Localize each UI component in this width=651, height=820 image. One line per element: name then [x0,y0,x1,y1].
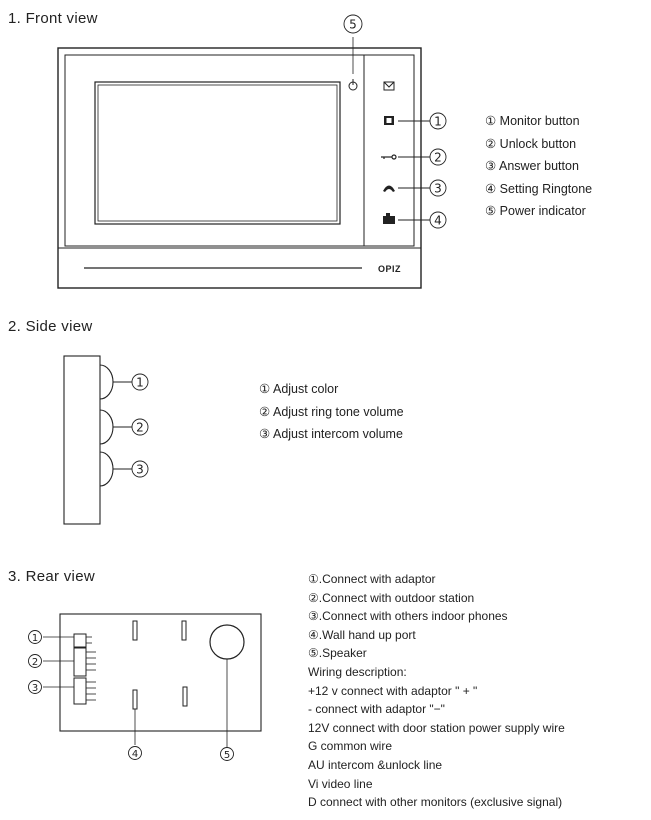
unlock-icon [381,154,397,160]
legend-item: ⑤ Power indicator [485,204,586,218]
legend-item: ④ Setting Ringtone [485,181,593,196]
legend-item: ②.Connect with outdoor station [308,590,475,605]
svg-text:4: 4 [132,749,138,760]
legend-item: D connect with other monitors (exclusive… [308,795,563,810]
legend-item: +12 v connect with adaptor " + " [308,683,478,698]
svg-text:5: 5 [224,750,230,761]
legend-item: AU intercom &unlock line [308,757,443,772]
svg-text:2: 2 [32,657,38,668]
svg-text:3: 3 [136,463,144,477]
callout-5-label: 5 [349,18,357,32]
legend-item: ① Adjust color [259,382,339,396]
side-view-title: 2. Side view [8,318,93,335]
svg-text:1: 1 [136,376,144,390]
rear-device [28,613,262,761]
legend-item: ①.Connect with adaptor [308,572,436,586]
legend-item: 12V connect with door station power supp… [308,720,565,735]
legend-item: - connect with adaptor "−" [308,702,445,717]
legend-item: Wiring description: [308,664,407,679]
legend-item: ② Unlock button [485,136,577,151]
front-device [57,47,422,289]
svg-text:4: 4 [434,214,442,228]
svg-text:3: 3 [434,182,442,196]
side-device [63,355,149,525]
camera-icon [383,213,395,224]
callout-5 [343,14,363,34]
legend-item: Vi video line [308,776,373,791]
svg-text:2: 2 [136,421,144,435]
svg-text:3: 3 [32,683,38,694]
svg-text:2: 2 [434,151,442,165]
legend-item: G common wire [308,739,393,754]
brand-logo: OPIZ [378,264,401,274]
rear-legend: ①.Connect with adaptor ②.Connect with ou… [308,570,565,812]
front-legend: ① Monitor button ② Unlock button ③ Answe… [485,110,592,223]
legend-item: ② Adjust ring tone volume [259,404,404,419]
front-view-title: 1. Front view [8,10,98,27]
legend-item: ⑤.Speaker [308,646,367,661]
legend-item: ③.Connect with others indoor phones [308,609,508,624]
rear-view-title: 3. Rear view [8,568,95,585]
legend-item: ④.Wall hand up port [308,627,416,642]
front-screen [94,81,341,225]
monitor-icon [384,116,394,125]
legend-item: ③ Answer button [485,159,579,173]
svg-text:1: 1 [32,633,38,644]
mail-icon [383,81,395,91]
side-legend: ① Adjust color ② Adjust ring tone volume… [259,378,404,446]
speaker [209,624,245,660]
phone-icon [383,185,395,192]
power-icon [348,79,358,91]
svg-text:1: 1 [434,115,442,129]
legend-item: ① Monitor button [485,114,580,128]
front-callouts [398,112,447,229]
legend-item: ③ Adjust intercom volume [259,427,403,441]
